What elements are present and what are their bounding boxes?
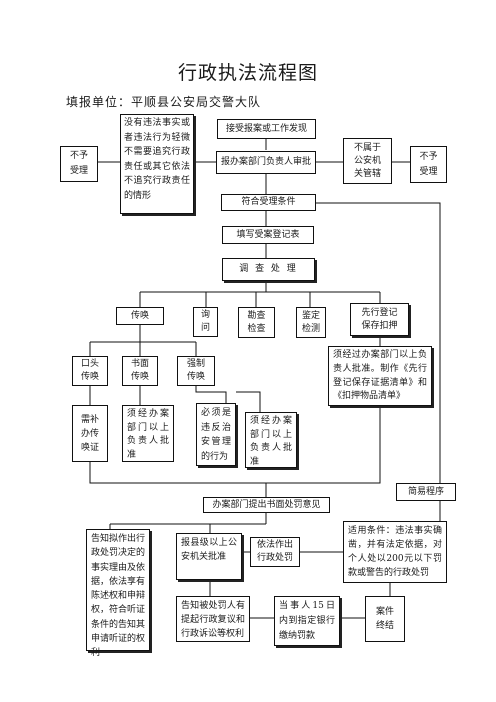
fill-register-box: 填写受案登记表 [222, 226, 314, 244]
verbal-summon-box: 口头 传唤 [72, 356, 108, 386]
report-chief-approval-box: 报办案部门负责人审批 [216, 151, 316, 174]
preserve-approval-box: 须经过办案部门以上负责人批准。制作《先行登记保存证据清单》和《扣押物品清单》 [328, 346, 432, 406]
receive-report-box: 接受报案或工作发现 [217, 119, 316, 139]
written-summon-box: 书面 传唤 [122, 356, 158, 386]
report-county-box: 报县级以上公安机关批准 [176, 533, 242, 580]
simple-conditions-box: 适用条件：违法事实确凿，并有法定依据，对个人处以200元以下罚款或警告的行政处罚 [343, 521, 447, 583]
investigate-box: 调 查 处 理 [222, 258, 315, 281]
written-summon-approval-box: 须经办案部门以上负责人批准 [122, 405, 174, 462]
must-violate-box: 必须是违反治安管理的行为 [196, 403, 236, 466]
appraisal-box: 鉴定 检测 [296, 307, 326, 338]
forced-summon-box: 强制 传唤 [177, 356, 215, 386]
no-violation-box: 没有违法事实或者违法行为轻微不需要追究行政责任或其它依法不追究行政责任的情形 [120, 114, 194, 214]
not-accepted-right-box: 不予 受理 [410, 146, 447, 183]
meets-conditions-box: 符合受理条件 [221, 194, 316, 211]
page-title: 行政执法流程图 [177, 62, 318, 84]
supplement-certificate-box: 需补 办传 唤证 [72, 405, 108, 462]
written-opinion-box: 办案部门提出书面处罚意见 [203, 497, 330, 513]
simple-procedure-box: 简易程序 [396, 483, 456, 501]
make-decision-box: 依法作出行政处罚 [250, 537, 300, 567]
pay-fine-box: 当事人15日内到指定银行缴纳罚款 [274, 596, 340, 646]
not-police-jurisdiction-box: 不属于 公安机 关管辖 [343, 138, 392, 184]
not-accepted-left-box: 不予 受理 [60, 146, 98, 182]
notify-hearing-box: 告知拟作出行政处罚决定的事实理由及依据，依法享有陈述权和申辩权，符合听证条件的告… [86, 529, 150, 658]
inquiry-box: 询 问 [193, 307, 218, 337]
forced-summon-approval-box: 须经办案部门以上负责人批准 [245, 412, 297, 468]
case-closed-box: 案件 终结 [365, 596, 405, 642]
reporting-unit: 填报单位：平顺县公安局交警大队 [66, 95, 262, 109]
preserve-seize-box: 先行登记 保存扣押 [350, 303, 409, 336]
summon-box: 传唤 [116, 307, 164, 325]
notify-review-box: 告知被处罚人有提起行政复议和行政诉讼等权利 [176, 596, 250, 642]
survey-box: 勘查 检查 [238, 307, 275, 338]
